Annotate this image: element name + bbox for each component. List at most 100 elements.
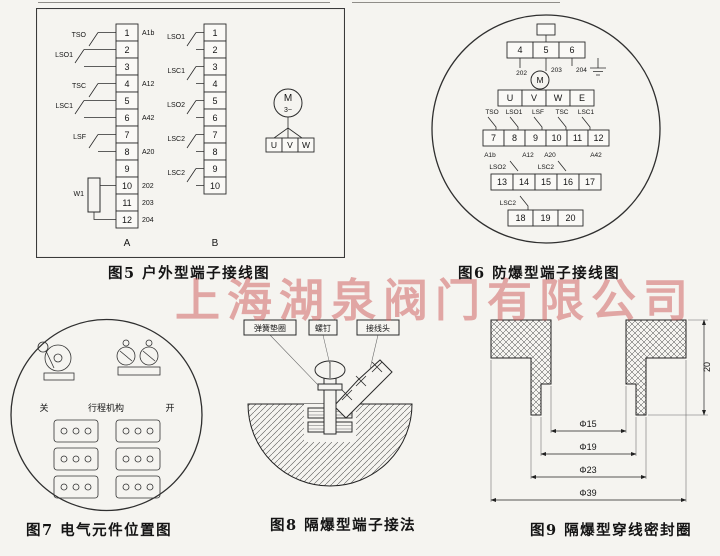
switch-label-lso2: LSO2 xyxy=(489,164,506,171)
terminal-number: 5 xyxy=(124,96,129,106)
motor-letter: M xyxy=(284,93,292,104)
wire-label-a1b: A1b xyxy=(484,152,496,159)
strip-a-label: A xyxy=(124,238,131,249)
terminal-number: 9 xyxy=(212,164,217,174)
scan-artifact-line xyxy=(38,2,330,3)
terminal-number: 12 xyxy=(593,133,603,143)
terminal-u: U xyxy=(507,93,514,103)
travel-mechanism-drawing xyxy=(37,339,161,381)
figure-8-terminal-connection: 弹簧垫圈 螺钉 接线头 xyxy=(230,316,437,512)
wire-label-a1b: A1b xyxy=(142,30,155,37)
terminal-number: 13 xyxy=(497,177,507,187)
switch-label-lsc1: LSC1 xyxy=(55,103,73,110)
terminal-number: 20 xyxy=(565,213,575,223)
dim-phi19: Φ19 xyxy=(579,442,596,452)
ground-icon xyxy=(590,58,606,76)
terminal-number: 16 xyxy=(563,177,573,187)
motor-letter: M xyxy=(536,75,543,85)
motor-terminal-w: W xyxy=(302,140,310,150)
wire-label-a42: A42 xyxy=(142,115,155,122)
label-wire-terminal: 接线头 xyxy=(366,323,390,333)
terminal-number: 6 xyxy=(124,113,129,123)
terminal-number: 14 xyxy=(519,177,529,187)
terminal-number: 2 xyxy=(212,45,217,55)
phase-label-204: 204 xyxy=(142,217,154,224)
switch-label-lso1: LSO1 xyxy=(167,34,185,41)
figure-5-caption: 图5 户外型端子接线图 xyxy=(108,265,271,282)
resistor-symbol xyxy=(87,177,101,213)
figure-9-sealing-ring: Φ15 Φ19 Φ23 Φ39 20 xyxy=(476,312,716,512)
phase-label-203: 203 xyxy=(142,200,154,207)
figure-6-caption: 图6 防爆型端子接线图 xyxy=(458,265,621,282)
label-open: 开 xyxy=(165,403,174,413)
terminal-number: 3 xyxy=(212,62,217,72)
strip-b-wiring: LSO1 LSC1 LSO2 LSC2 LSC2 xyxy=(167,32,204,186)
switch-label-lsc2: LSC2 xyxy=(500,200,517,207)
ring-section-right xyxy=(625,319,687,416)
terminal-number: 10 xyxy=(551,133,561,143)
wire-number-row: A1b A12 A20 A42 xyxy=(484,152,602,159)
switch-label-lsc1: LSC1 xyxy=(578,109,595,116)
terminal-number: 4 xyxy=(517,45,522,55)
switch-label-lso2: LSO2 xyxy=(167,102,185,109)
terminal-number: 7 xyxy=(491,133,496,143)
terminal-number: 5 xyxy=(543,45,548,55)
terminal-number: 18 xyxy=(515,213,525,223)
switch-label-lsc2: LSC2 xyxy=(538,164,555,171)
terminal-w: W xyxy=(554,93,563,103)
strip-a-switch-labels: TSO LSO1 TSC LSC1 LSF W1 xyxy=(55,32,86,198)
switch-label-tsc: TSC xyxy=(72,83,86,90)
switch-label-lsf: LSF xyxy=(73,134,86,141)
screw-shaft xyxy=(323,373,337,435)
switch-row-1: TSO LSO1 LSF TSC LSC1 xyxy=(485,109,595,130)
switch-label-lso1: LSO1 xyxy=(506,109,523,116)
terminal-number: 1 xyxy=(212,28,217,38)
switch-label-lsc2: LSC2 xyxy=(167,170,185,177)
row-13-17: 13 14 15 16 17 xyxy=(490,173,602,191)
terminal-number: 2 xyxy=(124,45,129,55)
row-uvwe: U V W E xyxy=(497,89,595,107)
strip-b-label: B xyxy=(212,238,219,249)
top-terminal-box xyxy=(536,23,556,36)
switch-label-tso: TSO xyxy=(485,109,498,116)
terminal-number: 11 xyxy=(573,133,582,143)
switch-label-tso: TSO xyxy=(72,32,87,39)
leader-lines xyxy=(269,334,379,387)
motor-terminal-u: U xyxy=(271,140,277,150)
terminal-number: 15 xyxy=(541,177,551,187)
terminal-number: 9 xyxy=(124,164,129,174)
wire-lug xyxy=(333,359,393,419)
wire-label-a20: A20 xyxy=(142,149,155,156)
label-screw: 螺钉 xyxy=(315,323,331,333)
dim-height-20: 20 xyxy=(702,362,712,372)
figure-5-border xyxy=(36,8,345,258)
row-4-5-6: 4 5 6 xyxy=(506,41,586,59)
watermark-text: 上海湖泉阀门有限公司 xyxy=(175,274,696,327)
terminal-v: V xyxy=(531,93,537,103)
strip-a-wiring xyxy=(74,32,116,220)
figure-5-drawing: TSO LSO1 TSC LSC1 LSF W1 1 2 3 4 5 6 7 8… xyxy=(36,8,345,258)
motor-symbol xyxy=(530,70,550,90)
motor-phase: 3~ xyxy=(284,107,292,114)
terminal-number: 1 xyxy=(124,28,129,38)
screw-head xyxy=(314,360,346,380)
dim-phi39: Φ39 xyxy=(579,488,596,498)
figure-6-explosionproof-terminal-wiring: 4 5 6 202 203 204 M U V W E TSO LSO1 LSF… xyxy=(428,12,664,246)
figure-8-caption: 图8 隔爆型端子接法 xyxy=(270,517,417,534)
spring-washer xyxy=(317,383,343,391)
strip-a-wire-numbers: A1b A12 A42 A20 202 203 204 xyxy=(142,30,155,224)
terminal-number: 19 xyxy=(540,213,550,223)
label-spring-washer: 弹簧垫圈 xyxy=(254,323,286,333)
label-close: 关 xyxy=(39,402,48,413)
figure-9-caption: 图9 隔爆型穿线密封圈 xyxy=(530,522,693,539)
terminal-e: E xyxy=(579,93,585,103)
ring-section-left xyxy=(490,319,552,416)
motor-terminal-v: V xyxy=(287,140,293,150)
terminal-number: 9 xyxy=(533,133,538,143)
switch-label-tsc: TSC xyxy=(556,109,569,116)
terminal-number: 10 xyxy=(122,181,132,191)
scan-artifact-line xyxy=(352,2,560,3)
phase-label-202: 202 xyxy=(142,183,154,190)
terminal-number: 11 xyxy=(122,198,131,208)
